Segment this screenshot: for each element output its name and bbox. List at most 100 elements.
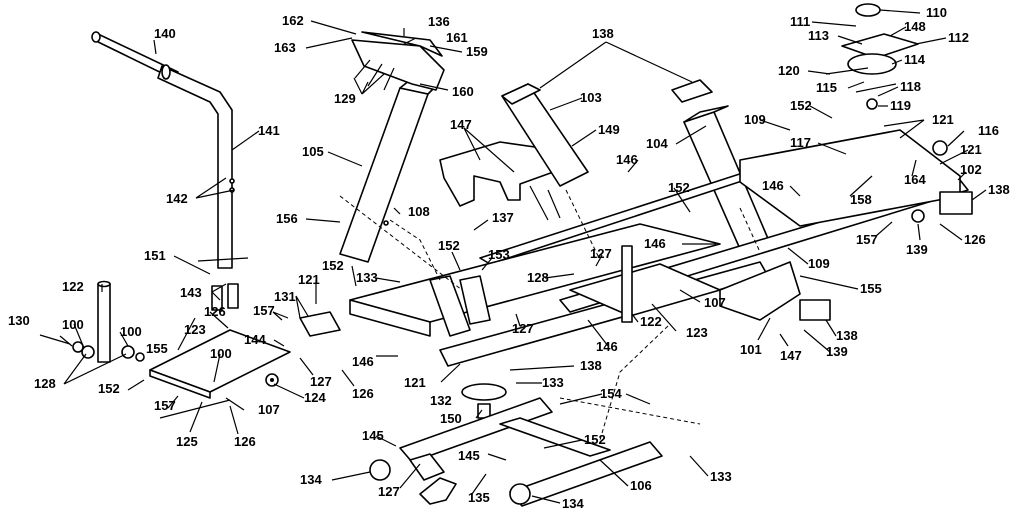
callout-149: 149 — [598, 122, 620, 137]
callout-154: 154 — [600, 386, 622, 401]
callout-107: 107 — [704, 295, 726, 310]
callout-146: 146 — [762, 178, 784, 193]
callout-115: 115 — [816, 80, 837, 95]
leader-lines — [59, 9, 987, 504]
callout-106: 106 — [630, 478, 652, 493]
callout-102: 102 — [960, 162, 982, 177]
lower-frame — [369, 397, 663, 507]
callout-126: 126 — [204, 304, 226, 319]
callout-147: 147 — [780, 348, 802, 363]
callout-132: 132 — [430, 393, 452, 408]
front-post — [39, 280, 145, 363]
callout-138: 138 — [580, 358, 602, 373]
callout-145: 145 — [362, 428, 384, 443]
callout-101: 101 — [740, 342, 762, 357]
callout-148: 148 — [904, 19, 926, 34]
callout-146: 146 — [616, 152, 638, 167]
callout-128: 128 — [34, 376, 56, 391]
callout-121: 121 — [932, 112, 954, 127]
callout-127: 127 — [512, 321, 534, 336]
callout-146: 146 — [352, 354, 374, 369]
callout-155: 155 — [860, 281, 882, 296]
callout-141: 141 — [258, 123, 280, 138]
callout-135: 135 — [468, 490, 490, 505]
callout-146: 146 — [644, 236, 666, 251]
callout-143: 143 — [180, 285, 202, 300]
callout-113: 113 — [808, 28, 829, 43]
callout-158: 158 — [850, 192, 872, 207]
callout-133: 133 — [710, 469, 732, 484]
callout-116: 116 — [978, 123, 999, 138]
callout-157: 157 — [253, 303, 275, 318]
callout-107: 107 — [258, 402, 280, 417]
callout-109: 109 — [744, 112, 766, 127]
foot-pad — [671, 79, 713, 103]
upright-103 — [501, 83, 589, 221]
callout-152: 152 — [668, 180, 690, 195]
callout-118: 118 — [900, 79, 921, 94]
callout-156: 156 — [276, 211, 298, 226]
upright-105 — [339, 79, 437, 263]
callout-152: 152 — [584, 432, 606, 447]
callout-100: 100 — [62, 317, 84, 332]
callout-136: 136 — [428, 14, 450, 29]
callout-133: 133 — [542, 375, 564, 390]
top-bracket — [351, 31, 445, 91]
callout-100: 100 — [120, 324, 142, 339]
callout-139: 139 — [906, 242, 928, 257]
callout-155: 155 — [146, 341, 168, 356]
callout-142: 142 — [166, 191, 188, 206]
callout-121: 121 — [404, 375, 426, 390]
callout-122: 122 — [640, 314, 662, 329]
callout-131: 131 — [274, 289, 296, 304]
callout-126: 126 — [964, 232, 986, 247]
callout-124: 124 — [304, 390, 326, 405]
side-brackets — [299, 275, 491, 337]
callout-139: 139 — [826, 344, 848, 359]
callout-108: 108 — [408, 204, 430, 219]
callout-127: 127 — [378, 484, 400, 499]
callout-153: 153 — [488, 247, 510, 262]
callout-120: 120 — [778, 63, 800, 78]
callout-147: 147 — [450, 117, 472, 132]
callout-152: 152 — [98, 381, 120, 396]
callout-138: 138 — [592, 26, 614, 41]
callout-103: 103 — [580, 90, 602, 105]
callout-109: 109 — [808, 256, 830, 271]
callout-127: 127 — [310, 374, 332, 389]
callout-161: 161 — [446, 30, 468, 45]
assembly-guides — [339, 189, 761, 441]
base-plate-left — [149, 329, 291, 419]
disk-132 — [461, 383, 507, 419]
callout-114: 114 — [904, 52, 926, 67]
callout-164: 164 — [904, 172, 926, 187]
callout-121: 121 — [298, 272, 320, 287]
callout-140: 140 — [154, 26, 176, 41]
callout-162: 162 — [282, 13, 304, 28]
callout-123: 123 — [184, 322, 206, 337]
callout-134: 134 — [300, 472, 322, 487]
callout-125: 125 — [176, 434, 198, 449]
callout-134: 134 — [562, 496, 584, 511]
callout-labels: 140 141 142 143 151 122 130 100 100 128 … — [8, 5, 1010, 511]
callout-111: 111 — [790, 14, 810, 29]
callout-157: 157 — [856, 232, 878, 247]
callout-129: 129 — [334, 91, 356, 106]
callout-144: 144 — [244, 332, 266, 347]
callout-133: 133 — [356, 270, 378, 285]
callout-152: 152 — [790, 98, 812, 113]
callout-157: 157 — [154, 398, 176, 413]
callout-121: 121 — [960, 142, 982, 157]
callout-151: 151 — [144, 248, 166, 263]
callout-159: 159 — [466, 44, 488, 59]
callout-138: 138 — [836, 328, 858, 343]
callout-112: 112 — [948, 30, 969, 45]
callout-100: 100 — [210, 346, 232, 361]
callout-123: 123 — [686, 325, 708, 340]
callout-145: 145 — [458, 448, 480, 463]
callout-138: 138 — [988, 182, 1010, 197]
callout-104: 104 — [646, 136, 668, 151]
callout-110: 110 — [926, 5, 947, 20]
